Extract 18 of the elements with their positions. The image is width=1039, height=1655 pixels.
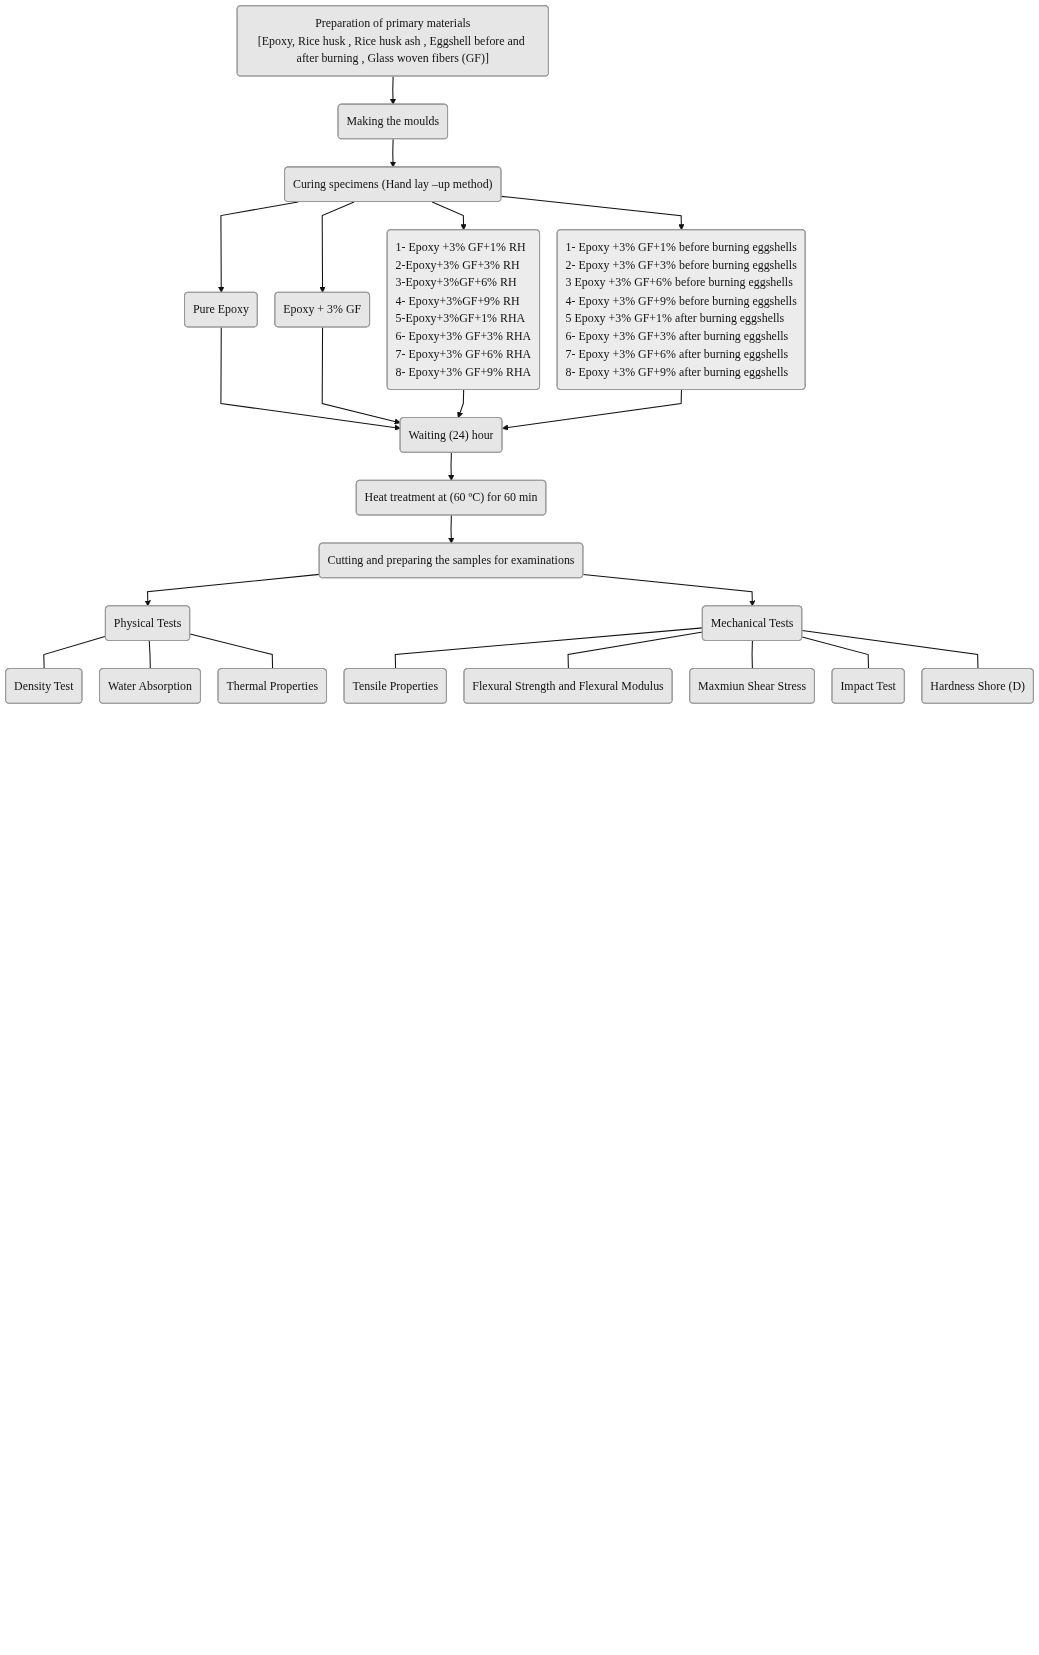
arrow — [389, 138, 397, 168]
connector — [801, 629, 979, 670]
arrow — [431, 201, 467, 231]
arrow — [144, 573, 320, 607]
arrow — [502, 389, 682, 431]
connector — [189, 633, 274, 670]
connector — [148, 640, 151, 670]
arrow — [582, 573, 756, 607]
arrow — [448, 514, 455, 544]
arrow — [389, 75, 397, 105]
arrow — [321, 326, 401, 425]
arrow — [500, 195, 685, 231]
arrow — [448, 452, 455, 481]
arrow — [319, 201, 355, 293]
arrow — [220, 326, 401, 431]
connector — [751, 640, 753, 670]
connector — [801, 636, 870, 670]
arrow — [457, 389, 465, 419]
